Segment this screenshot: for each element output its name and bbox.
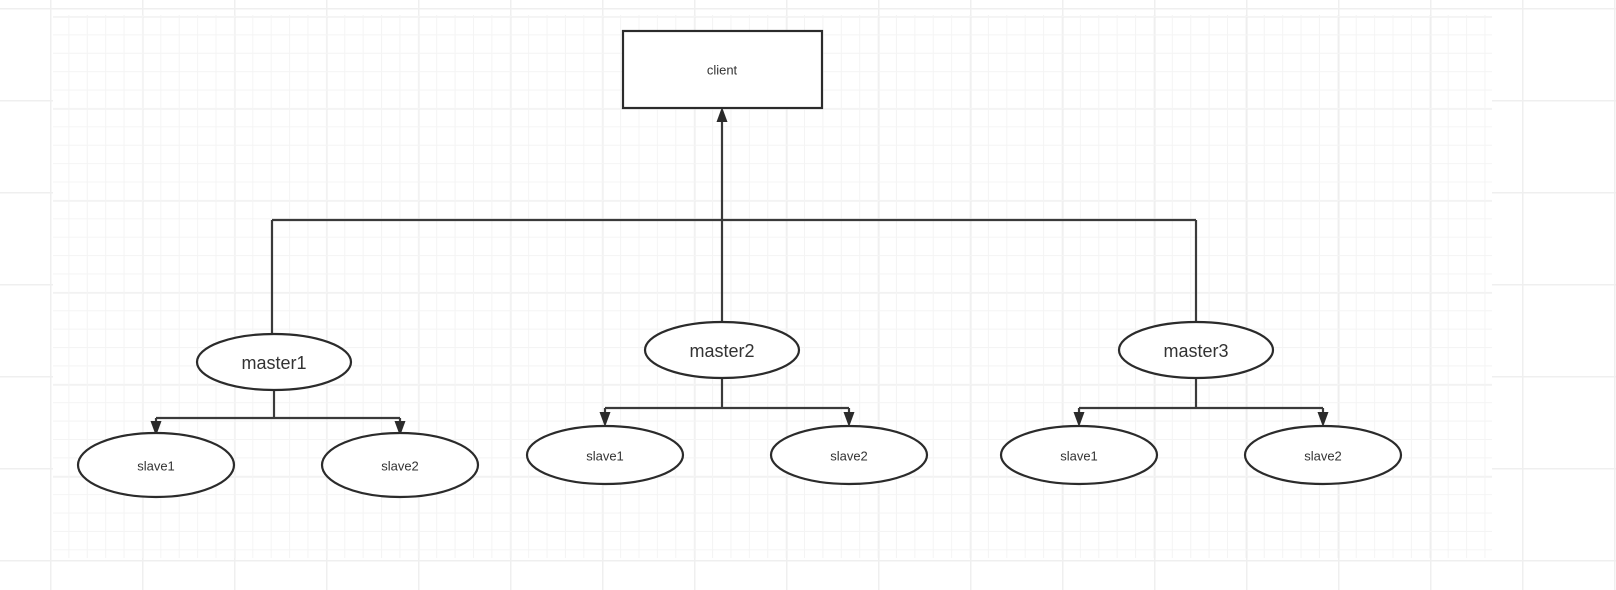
node-master3-slave2[interactable]: slave2 [1243, 424, 1403, 486]
edge-bus-to-client [716, 107, 728, 220]
edge-master1-to-slaves [150, 390, 406, 436]
arrowhead-m2-slave2 [843, 412, 855, 427]
arrowhead-m1-slave1 [150, 421, 162, 436]
edge-master2-to-slaves [599, 378, 855, 427]
master3-ellipse[interactable] [1117, 320, 1275, 380]
client-box[interactable] [621, 29, 824, 110]
node-master1[interactable]: master1 [195, 332, 353, 392]
arrowhead-m2-slave1 [599, 412, 611, 427]
node-client[interactable]: client [621, 29, 824, 110]
master1-slave1-ellipse[interactable] [76, 431, 236, 499]
arrowhead-m3-slave2 [1317, 412, 1329, 427]
node-master1-slave2[interactable]: slave2 [320, 431, 480, 499]
edge-bus-to-master1 [270, 218, 1196, 336]
arrowhead-client [716, 107, 728, 122]
edge-master3-to-slaves [1073, 378, 1329, 427]
arrowhead-m3-slave1 [1073, 412, 1085, 427]
master3-slave1-ellipse[interactable] [999, 424, 1159, 486]
master1-ellipse[interactable] [195, 332, 353, 392]
master1-slave2-ellipse[interactable] [320, 431, 480, 499]
master2-slave1-ellipse[interactable] [525, 424, 685, 486]
node-master2[interactable]: master2 [643, 320, 801, 380]
master2-ellipse[interactable] [643, 320, 801, 380]
node-master2-slave2[interactable]: slave2 [769, 424, 929, 486]
master2-slave2-ellipse[interactable] [769, 424, 929, 486]
node-master2-slave1[interactable]: slave1 [525, 424, 685, 486]
arrowhead-m1-slave2 [394, 421, 406, 436]
node-master3[interactable]: master3 [1117, 320, 1275, 380]
master3-slave2-ellipse[interactable] [1243, 424, 1403, 486]
node-master1-slave1[interactable]: slave1 [76, 431, 236, 499]
node-master3-slave1[interactable]: slave1 [999, 424, 1159, 486]
